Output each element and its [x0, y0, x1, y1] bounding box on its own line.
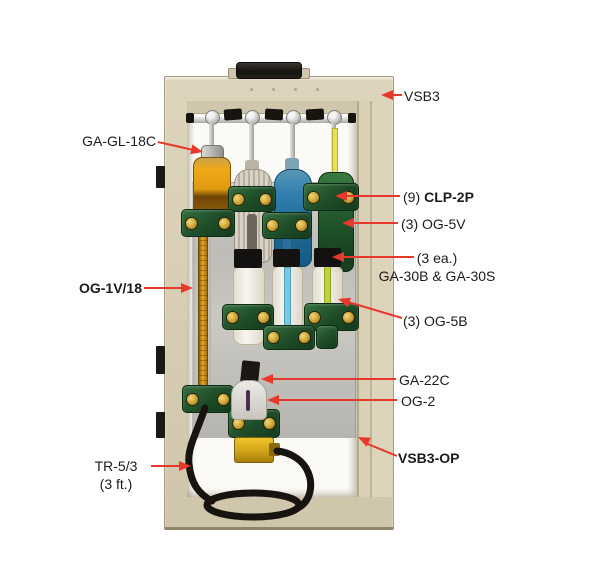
manifold-end-cap [348, 113, 356, 123]
label-ga-30-line2: GA-30B & GA-30S [378, 268, 496, 284]
tube-rail [193, 232, 195, 408]
label-clp-2p-qty: (9) [403, 189, 421, 205]
green-unit-stub [327, 240, 337, 252]
label-vsb3-op: VSB3-OP [398, 450, 460, 466]
wing-nut [264, 108, 284, 121]
clamp-block [262, 212, 312, 239]
brass-screw [296, 220, 307, 231]
brass-screw [227, 311, 238, 323]
wing-nut [223, 108, 243, 121]
brass-screw [268, 332, 279, 343]
hinge [156, 166, 165, 188]
clamp-block [181, 209, 235, 237]
valve-stem [249, 123, 254, 168]
rivet [250, 88, 253, 91]
valve-stem [209, 123, 214, 147]
brass-screw [264, 418, 275, 429]
label-tr-5-3: TR-5/3 (3 ft.) [84, 457, 148, 493]
manifold-end-cap [186, 113, 194, 123]
brass-screw [299, 332, 310, 343]
graduated-tube-og-1v-18 [198, 230, 208, 410]
brass-screw [218, 393, 229, 405]
bottle-cap-ga-30 [314, 248, 341, 267]
bottle-cap-ga-30 [273, 249, 300, 267]
label-og-2: OG-2 [401, 393, 436, 409]
brass-screw [219, 217, 230, 229]
tube-rail [209, 232, 211, 408]
label-tr-5-3-line2: (3 ft.) [99, 476, 133, 492]
yellow-feed-tube [332, 128, 338, 176]
brass-screw [187, 393, 198, 405]
brass-screw [260, 193, 271, 205]
label-clp-2p-name: CLP-2P [424, 189, 474, 205]
brass-screw [233, 193, 244, 205]
brass-screw [258, 311, 269, 323]
brass-screw [343, 311, 354, 323]
brass-screw [309, 311, 320, 323]
clamp-block [263, 325, 315, 350]
blue-bottle-neck [285, 158, 299, 171]
wing-nut [305, 108, 325, 121]
og-2-inner-element [246, 390, 250, 411]
brass-hose-barb [269, 443, 280, 456]
clear-bottle-stem [247, 214, 257, 256]
carry-handle [236, 62, 302, 79]
brass-screw [343, 191, 354, 203]
clamp-block [182, 385, 234, 413]
label-ga-gl-18c: GA-GL-18C [82, 133, 156, 149]
brass-screw [186, 217, 197, 229]
hinge [156, 346, 165, 374]
valve-stem [290, 123, 295, 168]
frame-right-rail [357, 101, 392, 497]
label-ga-22c: GA-22C [399, 372, 450, 388]
rivet [316, 88, 319, 91]
clamp-block-clp-2p [303, 183, 359, 211]
brass-screw [308, 191, 319, 203]
clamp-block [316, 325, 338, 349]
green-sampling-tube [324, 266, 331, 308]
label-og-5v: (3) OG-5V [401, 216, 466, 232]
label-tr-5-3-line1: TR-5/3 [94, 458, 138, 474]
brass-outlet-fitting [234, 437, 274, 463]
label-clp-2p: (9)CLP-2P [403, 188, 474, 206]
blue-sampling-tube [284, 267, 291, 328]
label-og-5b: (3) OG-5B [403, 313, 468, 329]
label-ga-30-line1: (3 ea.) [416, 250, 458, 266]
label-vsb3: VSB3 [404, 88, 440, 104]
rivet [294, 88, 297, 91]
rivet [272, 88, 275, 91]
brass-screw [233, 418, 244, 429]
label-og-1v-18: OG-1V/18 [78, 280, 142, 296]
bottle-cap-ga-30 [234, 249, 262, 268]
valve-manifold-bar [190, 117, 352, 123]
brass-screw [267, 220, 278, 231]
hinge [156, 412, 165, 438]
label-ga-30: (3 ea.) GA-30B & GA-30S [376, 249, 498, 285]
blue-bottle-stub [283, 238, 291, 253]
clamp-block [228, 186, 276, 212]
